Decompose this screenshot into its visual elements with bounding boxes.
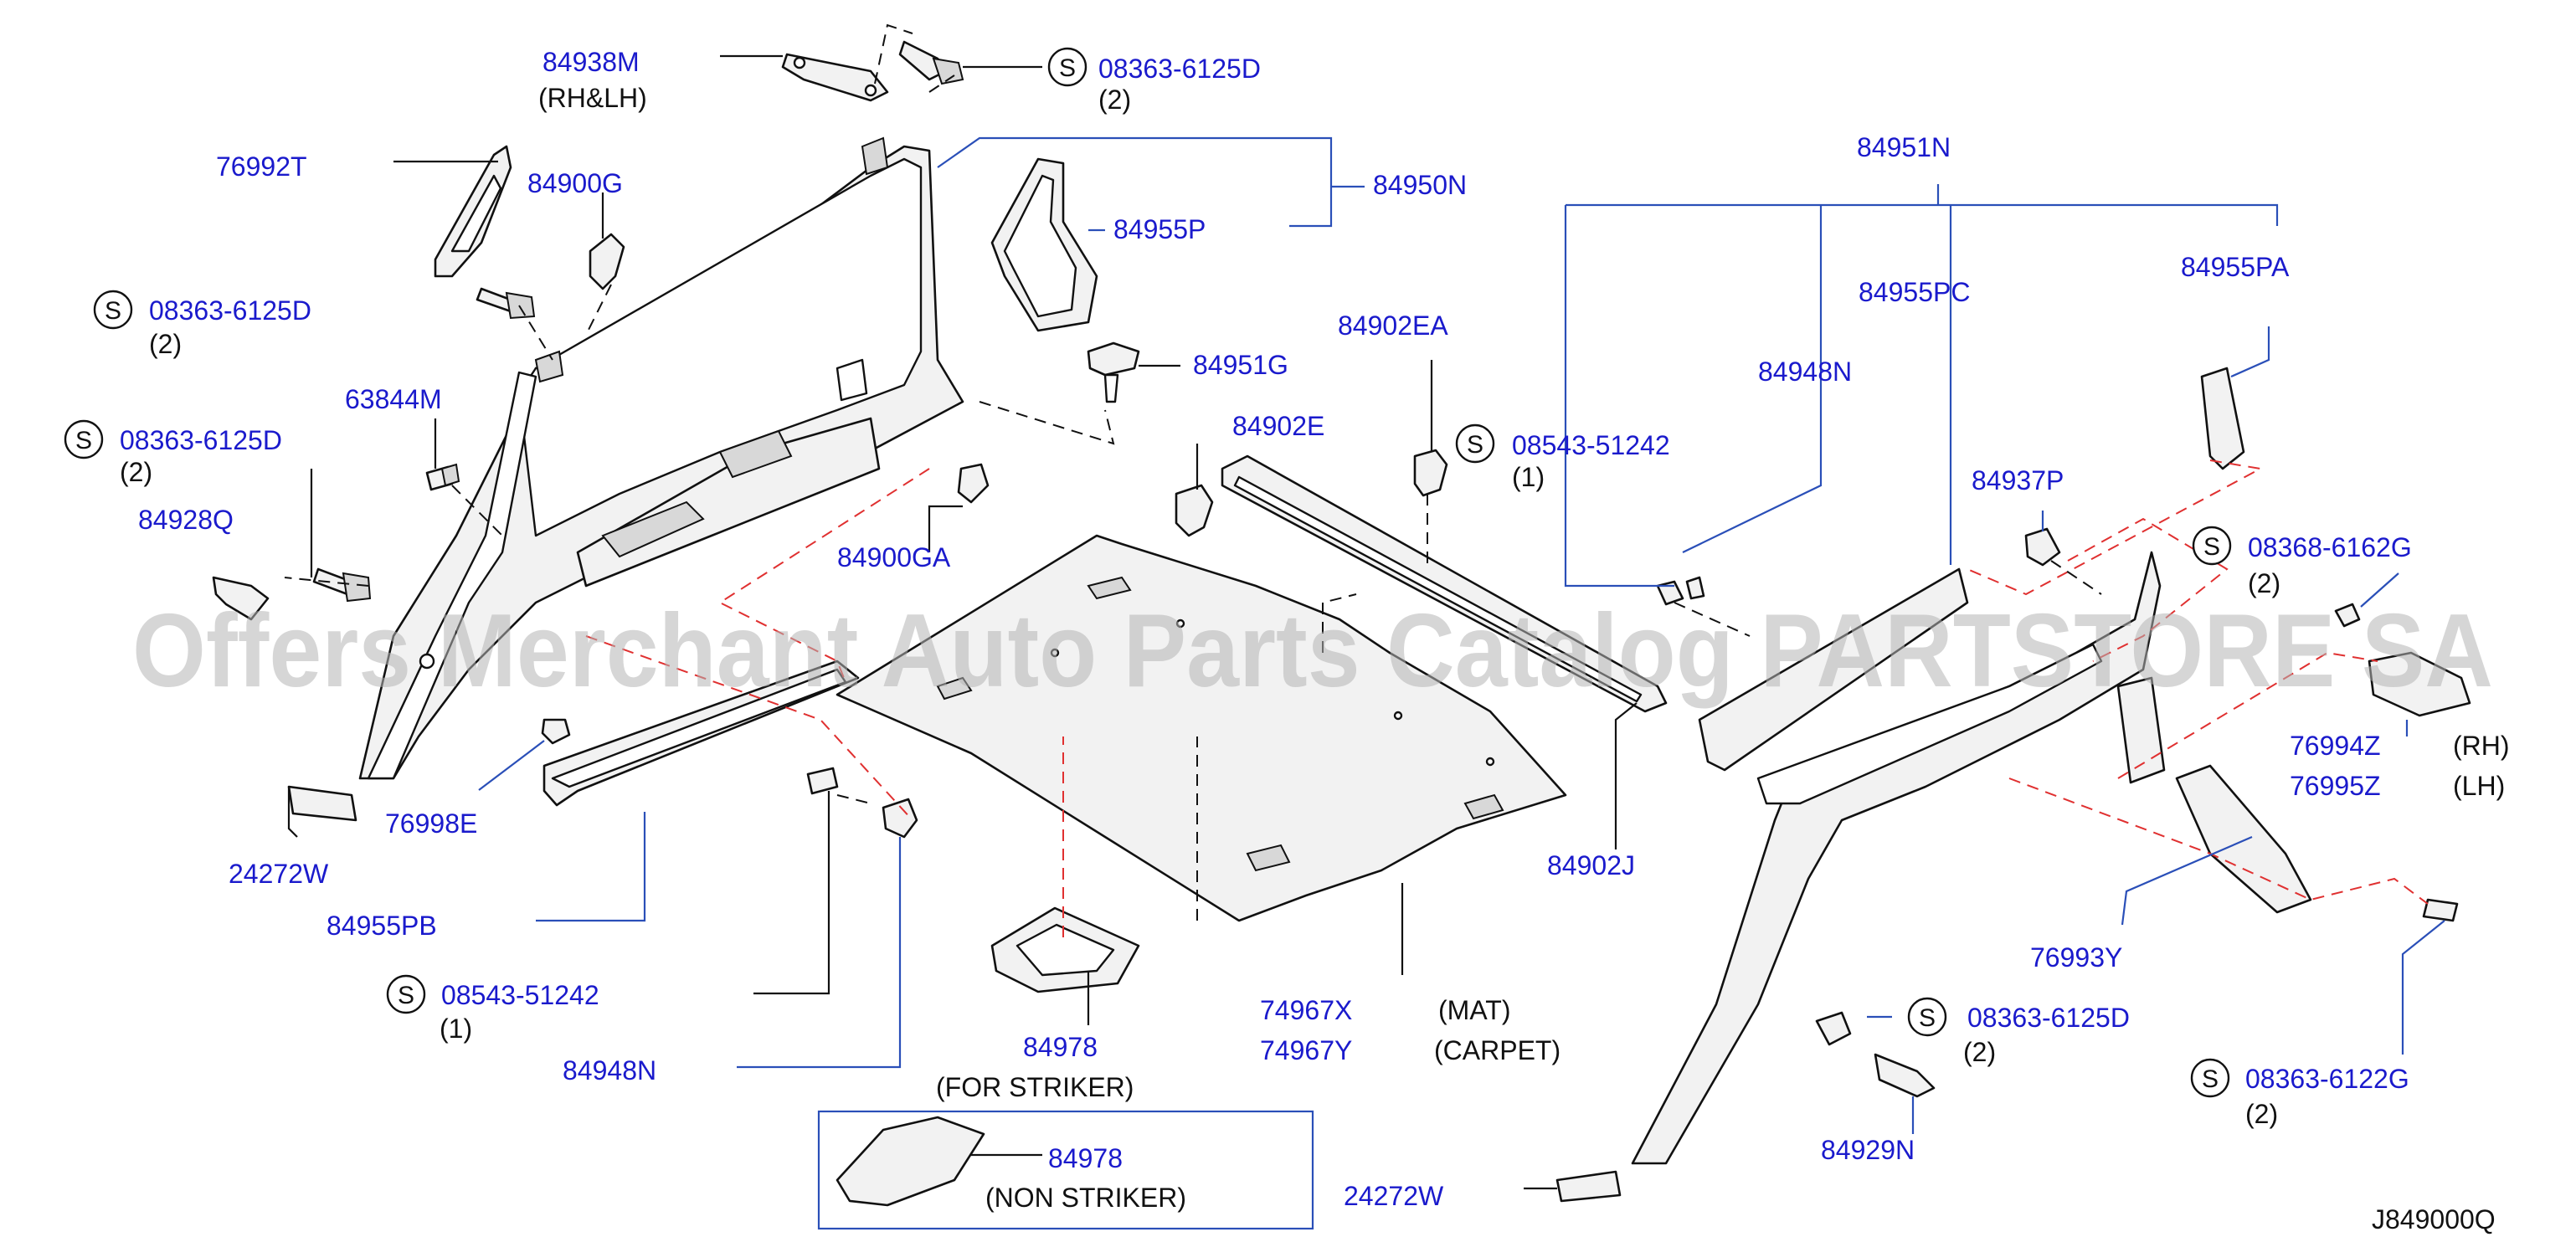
- label-84902E: 84902E: [1232, 411, 1324, 441]
- label-q2-right1: (2): [2248, 568, 2280, 598]
- label-74967X: 74967X: [1260, 995, 1352, 1025]
- bracket-84938M: [781, 53, 889, 102]
- svg-text:S: S: [75, 427, 92, 454]
- label-84938M: 84938M: [542, 47, 640, 77]
- screw-symbol-right1: S: [2192, 526, 2232, 566]
- screw-symbol-left2: S: [64, 419, 104, 459]
- clip-84900GA: [957, 463, 990, 504]
- non-striker-box: [817, 1110, 1314, 1230]
- label-84950N: 84950N: [1373, 170, 1467, 200]
- label-s-bottom: 08543-51242: [441, 980, 599, 1010]
- svg-text:S: S: [1059, 54, 1076, 82]
- part-labels: 84938M (RH&LH) 08363-6125D (2) 76992T 84…: [120, 47, 2510, 1234]
- label-84978-non: 84978: [1048, 1143, 1123, 1173]
- label-s-left1: 08363-6125D: [149, 295, 311, 326]
- bolt-left2: [312, 567, 372, 603]
- label-63844M: 63844M: [345, 384, 442, 414]
- clip-84902EA: [1413, 449, 1448, 497]
- bracket-76992T: [434, 145, 512, 278]
- screw-symbol-bottom: S: [386, 974, 426, 1014]
- screw-symbol-top: S: [1047, 47, 1087, 87]
- svg-text:S: S: [2202, 1065, 2219, 1093]
- label-84900GA: 84900GA: [837, 542, 951, 572]
- striker-cover-84978: [990, 906, 1140, 993]
- label-q2-right2: (2): [1963, 1037, 1996, 1067]
- clip-84902E: [1175, 484, 1214, 537]
- label-non-striker: (NON STRIKER): [985, 1183, 1186, 1213]
- label-q2-top: (2): [1098, 85, 1131, 115]
- label-carpet: (CARPET): [1434, 1035, 1561, 1065]
- label-74967Y: 74967Y: [1260, 1035, 1352, 1065]
- label-76998E: 76998E: [385, 808, 477, 839]
- label-84955PA: 84955PA: [2181, 252, 2290, 282]
- label-84929N: 84929N: [1821, 1135, 1915, 1165]
- left-side-trim-panel-84950N: [358, 136, 964, 780]
- label-84951N: 84951N: [1857, 132, 1951, 162]
- label-for-striker: (FOR STRIKER): [936, 1072, 1134, 1102]
- svg-text:S: S: [2203, 533, 2220, 561]
- kick-plate-84955PB: [542, 659, 860, 807]
- label-lh: (LH): [2453, 771, 2505, 801]
- screw-symbol-mid: S: [1455, 423, 1495, 464]
- screw-symbol-right3: S: [2190, 1058, 2230, 1098]
- svg-text:S: S: [105, 297, 121, 325]
- bracket-84928Q: [212, 576, 270, 621]
- label-84955PB: 84955PB: [326, 911, 437, 941]
- bolt-top: [898, 40, 964, 85]
- label-84948N-left: 84948N: [563, 1055, 656, 1085]
- label-84978-striker: 84978: [1023, 1032, 1098, 1062]
- label-q2-left2: (2): [120, 457, 152, 487]
- panel-84955P: [990, 157, 1098, 332]
- diagram-code: J849000Q: [2372, 1204, 2496, 1234]
- label-rh: (RH): [2453, 731, 2510, 761]
- label-s-right1: 08368-6162G: [2248, 532, 2412, 562]
- svg-text:S: S: [1467, 431, 1483, 459]
- leader-lines: [287, 54, 2445, 1190]
- label-q2-left1: (2): [149, 329, 182, 359]
- clip-63844M: [425, 463, 460, 491]
- screw-bottom: [806, 767, 839, 795]
- label-s-right2: 08363-6125D: [1967, 1003, 2130, 1033]
- label-76992T: 76992T: [216, 151, 307, 182]
- floor-mat-74967X: [836, 534, 1567, 922]
- label-84951G: 84951G: [1193, 350, 1288, 380]
- bolt-left1: [476, 287, 536, 320]
- clip-84948N-left: [882, 798, 918, 839]
- label-76994Z: 76994Z: [2290, 731, 2381, 761]
- dashed-red-lines: [585, 459, 2429, 937]
- clip-84951G: [1087, 341, 1140, 403]
- label-76993Y: 76993Y: [2030, 942, 2122, 973]
- label-84928Q: 84928Q: [138, 505, 234, 535]
- svg-text:S: S: [1919, 1004, 1936, 1032]
- label-s-top: 08363-6125D: [1098, 54, 1261, 84]
- watermark: Offers Merchant Auto Parts Catalog PARTS…: [132, 593, 2493, 709]
- label-24272W-right: 24272W: [1344, 1181, 1444, 1211]
- label-84948N-right: 84948N: [1758, 357, 1852, 387]
- label-s-left2: 08363-6125D: [120, 425, 282, 455]
- label-rhlh: (RH&LH): [538, 83, 647, 113]
- label-q2-right3: (2): [2245, 1099, 2278, 1129]
- label-84902EA: 84902EA: [1338, 310, 1448, 341]
- pad-24272W-left: [287, 785, 357, 822]
- dashed-black-lines: [284, 23, 2102, 921]
- clip-84900G: [589, 233, 625, 290]
- label-84955PC: 84955PC: [1859, 277, 1970, 307]
- label-s-right3: 08363-6122G: [2245, 1064, 2409, 1094]
- label-mat: (MAT): [1438, 995, 1510, 1025]
- screw-symbol-left1: S: [93, 290, 133, 330]
- label-q1-bottom: (1): [440, 1014, 472, 1044]
- label-24272W-left: 24272W: [229, 859, 329, 889]
- label-76995Z: 76995Z: [2290, 771, 2381, 801]
- clip-76998E: [541, 718, 571, 745]
- svg-text:S: S: [398, 982, 414, 1009]
- screw-symbol-right2: S: [1907, 997, 1947, 1037]
- rail-84902J: [1221, 454, 1668, 713]
- label-84900G: 84900G: [527, 168, 623, 198]
- label-84937P: 84937P: [1972, 465, 2064, 495]
- label-84902J: 84902J: [1547, 850, 1635, 880]
- label-q1-mid: (1): [1512, 462, 1545, 492]
- label-84955P: 84955P: [1113, 214, 1206, 244]
- label-s-mid: 08543-51242: [1512, 430, 1670, 460]
